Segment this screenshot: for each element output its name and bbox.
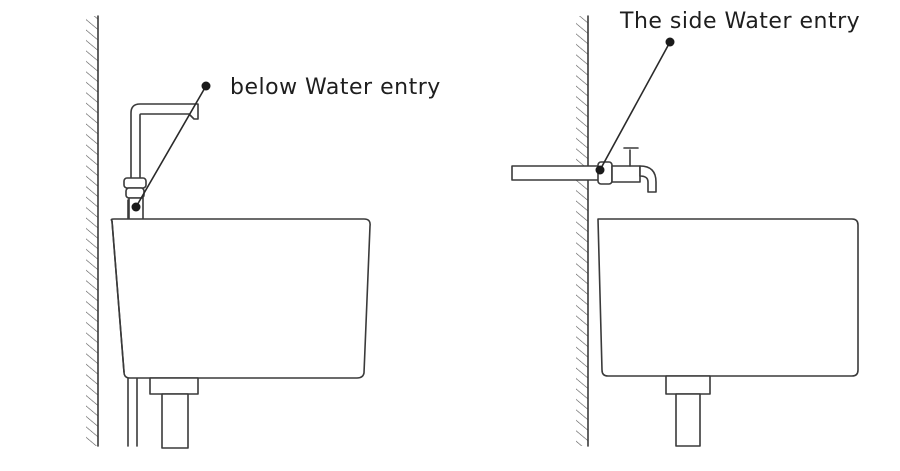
callout-dot-below [201,81,211,91]
sink-basin-right [597,218,859,377]
drain-pipe-left [149,377,199,449]
callout-below: below Water entry [131,75,441,212]
diagram-side-water-entry: The side Water entry [511,9,860,447]
callout-side: The side Water entry [595,9,860,175]
drain-pipe-right [665,375,711,447]
callout-label-side: The side Water entry [619,9,860,34]
callout-dot-side [665,37,675,47]
diagram-below-water-entry: below Water entry [86,15,441,449]
callout-label-below: below Water entry [230,75,441,100]
wall-tap-side [597,147,657,193]
entry-point-dot-below [131,202,141,212]
sink-basin-left [110,218,371,379]
wall-right [576,15,589,447]
entry-point-dot-side [595,165,605,175]
wall-left [86,15,99,447]
